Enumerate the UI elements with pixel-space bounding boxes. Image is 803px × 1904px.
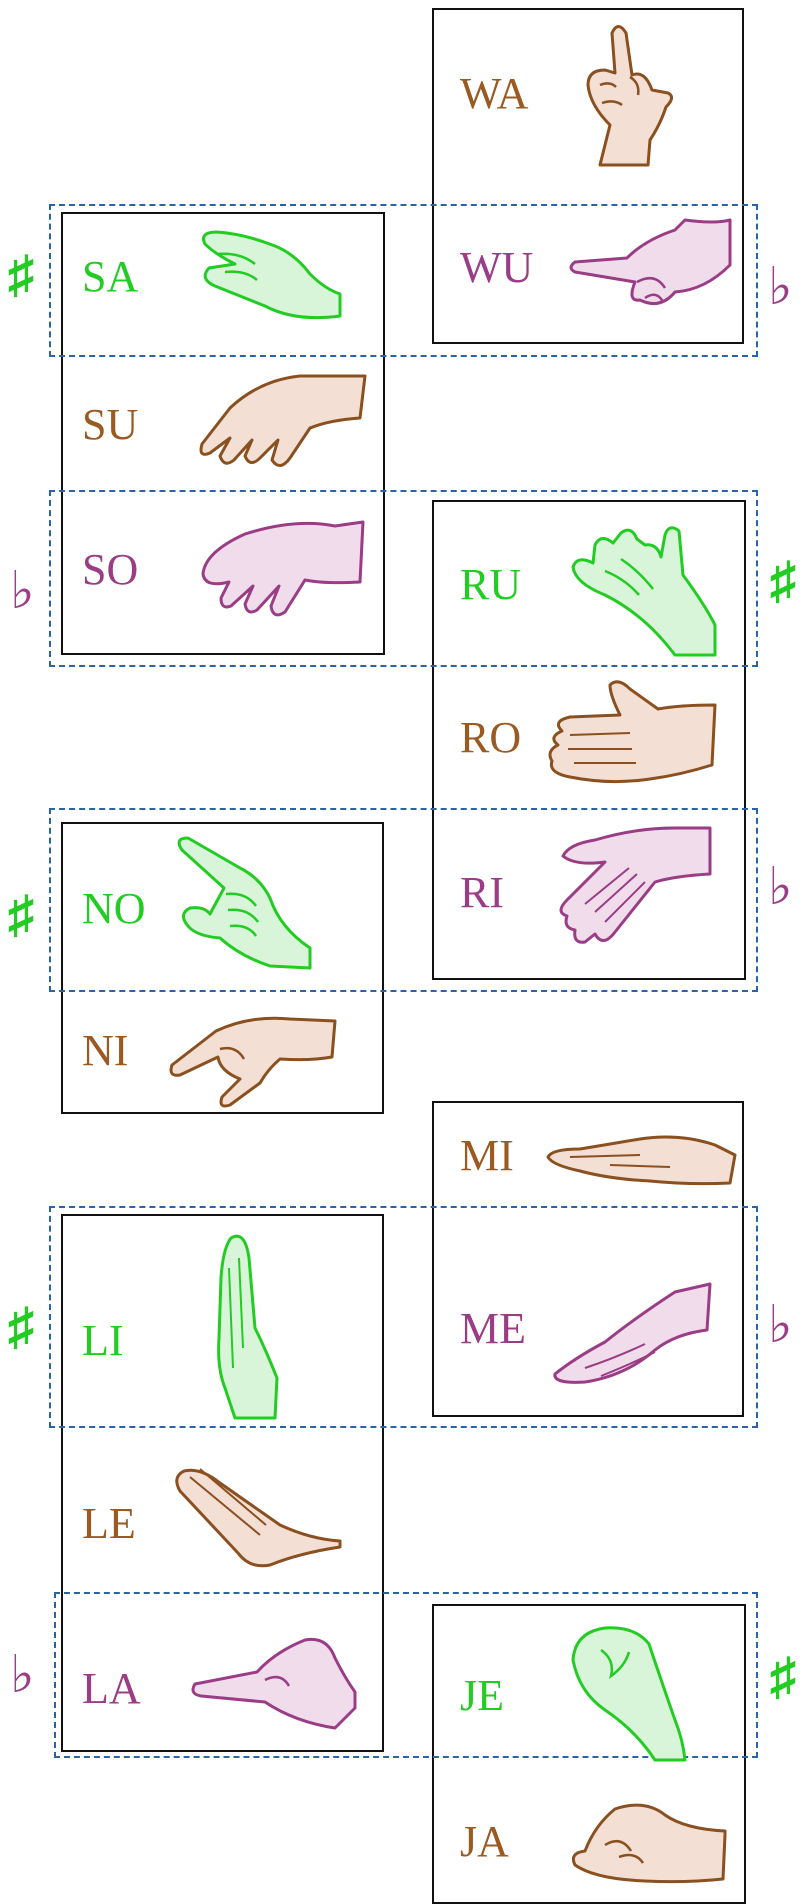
syllable-label: JE xyxy=(460,1671,504,1720)
flat-symbol: ♭ xyxy=(768,859,793,916)
group-box-no-ni xyxy=(61,822,384,1114)
syllable-label: SA xyxy=(82,252,139,301)
group-box-mi-me xyxy=(432,1101,744,1417)
hand-pointing-low-icon xyxy=(191,1637,357,1730)
sharp-symbol: ♯ xyxy=(8,887,34,944)
group-box-wa-wu xyxy=(432,8,744,344)
sharp-symbol: ♯ xyxy=(770,1649,796,1706)
syllable-label: NI xyxy=(82,1026,129,1075)
hand-flat-down-icon xyxy=(553,1282,712,1384)
flat-symbol: ♭ xyxy=(768,1297,793,1354)
hand-pointing-left-icon xyxy=(569,218,732,306)
pair-frame-no-ri xyxy=(49,808,758,992)
hand-fist-up-icon xyxy=(571,1626,687,1762)
hand-claw-icon xyxy=(201,520,365,617)
hand-open-up-icon xyxy=(571,526,717,657)
hand-open-palm-icon xyxy=(548,680,717,784)
syllable-label: MI xyxy=(460,1131,514,1180)
flat-symbol: ♭ xyxy=(10,1647,35,1704)
syllable-label: NO xyxy=(82,884,146,933)
flat-symbol: ♭ xyxy=(768,259,793,316)
syllable-label: RI xyxy=(460,868,504,917)
hand-flat-icon xyxy=(546,1135,737,1186)
syllable-label: LE xyxy=(82,1499,136,1548)
syllable-label: SO xyxy=(82,545,139,594)
hand-curled-icon xyxy=(199,374,367,467)
pair-frame-sa-wu xyxy=(49,204,758,357)
flat-symbol: ♭ xyxy=(10,563,35,620)
hand-fist-icon xyxy=(571,1803,727,1884)
syllable-label: JA xyxy=(460,1817,509,1866)
syllable-label: ME xyxy=(460,1304,526,1353)
hand-pointing-up-icon xyxy=(586,25,673,167)
pair-frame-so-ru xyxy=(49,490,758,667)
pair-frame-la-je xyxy=(54,1592,758,1758)
pair-frame-li-me xyxy=(49,1206,758,1428)
hand-pointing-diagonal-icon xyxy=(177,836,312,970)
group-box-ru-ro-ri xyxy=(432,500,746,980)
syllable-label: WU xyxy=(460,243,534,292)
hand-slanted-icon xyxy=(175,1468,342,1568)
syllable-label: LA xyxy=(82,1664,141,1713)
syllable-label: RO xyxy=(460,713,522,762)
hand-pinch-icon xyxy=(202,230,342,320)
syllable-label: RU xyxy=(460,560,522,609)
hand-vertical-icon xyxy=(217,1234,279,1420)
group-box-sa-su-so xyxy=(61,212,385,655)
hand-pointing-down-icon xyxy=(169,1016,337,1108)
syllable-label: WA xyxy=(460,69,529,118)
group-box-li-le-la xyxy=(61,1214,384,1752)
syllable-label: LI xyxy=(82,1316,124,1365)
sharp-symbol: ♯ xyxy=(770,553,796,610)
hand-open-down-icon xyxy=(559,826,712,944)
syllable-label: SU xyxy=(82,400,139,449)
sharp-symbol: ♯ xyxy=(8,247,34,304)
sharp-symbol: ♯ xyxy=(8,1299,34,1356)
